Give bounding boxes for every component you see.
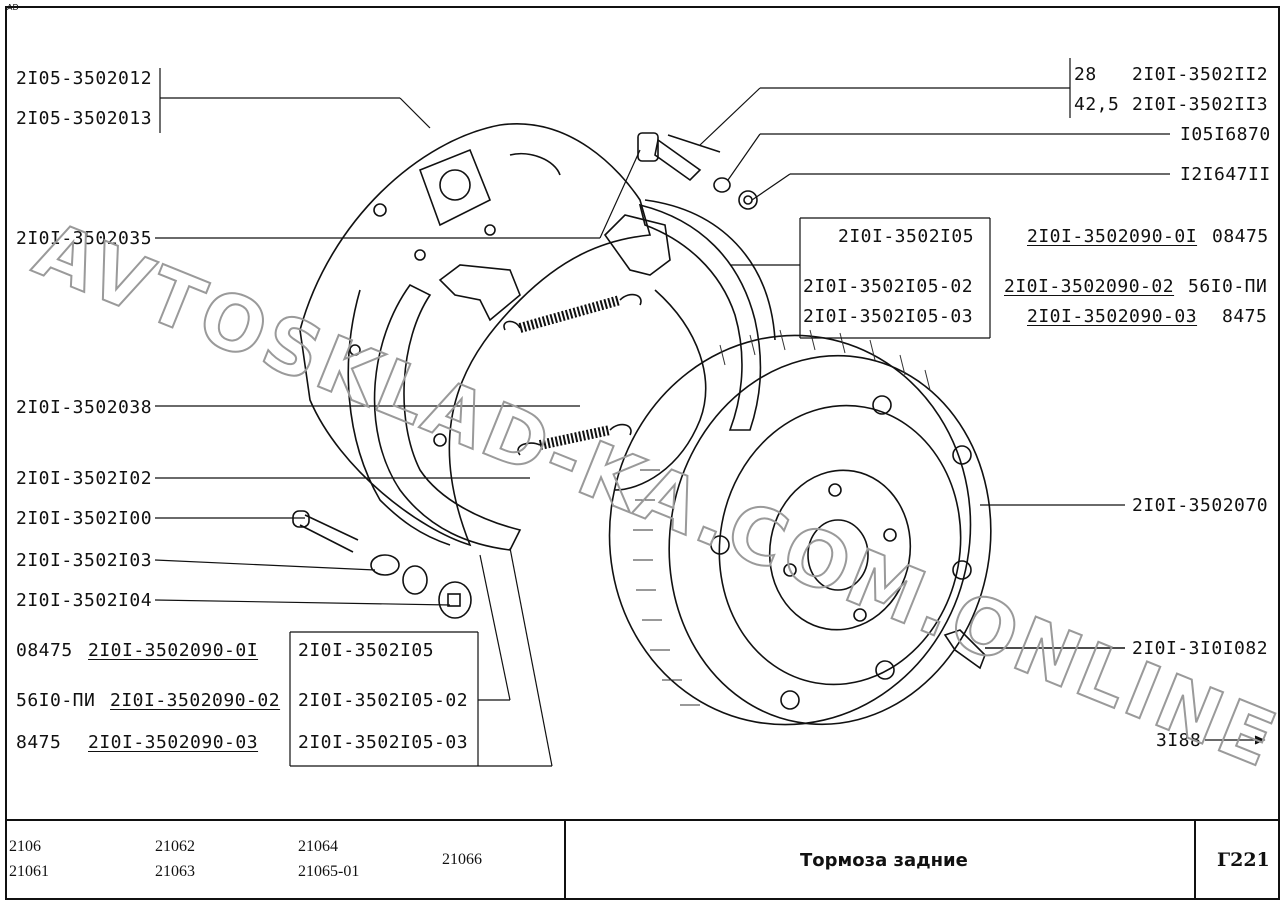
label-part-103: 2I0I-3502I03 — [16, 550, 153, 571]
brake-shoe-left — [347, 264, 522, 551]
label-backing-plate-left: 2I05-3502012 — [16, 68, 153, 89]
label-bolt-42-code: 2I0I-3502II3 — [1132, 94, 1269, 115]
label-left-shoe-1: 2I0I-3502I05 — [298, 640, 435, 661]
label-left-maker-3: 8475 — [16, 732, 62, 753]
model-21064: 21064 — [298, 838, 338, 855]
label-part-102: 2I0I-3502I02 — [16, 468, 153, 489]
label-bolt-length-42: 42,5 — [1074, 94, 1120, 115]
model-21066: 21066 — [442, 851, 482, 868]
label-right-shoe-3: 2I0I-3502I05-03 — [803, 306, 974, 327]
label-right-set-1: 2I0I-3502090-0I — [1027, 226, 1198, 247]
model-21062: 21062 — [155, 838, 195, 855]
model-21063: 21063 — [155, 863, 195, 880]
label-left-shoe-3: 2I0I-3502I05-03 — [298, 732, 469, 753]
sheet-code: Г221 — [1217, 849, 1270, 871]
label-right-shoe-1: 2I0I-3502I05 — [838, 226, 975, 247]
label-right-shoe-2: 2I0I-3502I05-02 — [803, 276, 974, 297]
corner-mark: AD — [7, 3, 19, 12]
page-title: Тормоза задние — [800, 850, 968, 871]
label-right-maker-3: 8475 — [1222, 306, 1268, 327]
wheel-bolt — [637, 132, 758, 210]
label-spring-upper: 2I0I-3502035 — [16, 228, 153, 249]
label-left-set-1: 2I0I-3502090-0I — [88, 640, 259, 661]
label-backing-plate-right: 2I05-3502013 — [16, 108, 153, 129]
label-left-maker-1: 08475 — [16, 640, 73, 661]
label-page-reference: 3I88 — [1156, 730, 1202, 751]
bleeder-valve — [943, 629, 1125, 670]
label-bolt-length-28: 28 — [1074, 64, 1097, 85]
label-right-set-3: 2I0I-3502090-03 — [1027, 306, 1198, 327]
brake-drum — [608, 329, 992, 726]
label-right-maker-1: 08475 — [1212, 226, 1269, 247]
backing-plate — [299, 123, 652, 547]
label-drum: 2I0I-3502070 — [1132, 495, 1269, 516]
model-21065-01: 21065-01 — [298, 863, 360, 880]
label-nut: I2I647II — [1180, 164, 1271, 185]
label-right-set-2: 2I0I-3502090-02 — [1004, 276, 1175, 297]
label-part-100: 2I0I-3502I00 — [16, 508, 153, 529]
lower-spring — [517, 423, 632, 456]
label-left-shoe-2: 2I0I-3502I05-02 — [298, 690, 469, 711]
label-left-set-3: 2I0I-3502090-03 — [88, 732, 259, 753]
model-2106: 2106 — [9, 838, 41, 855]
label-part-104: 2I0I-3502I04 — [16, 590, 153, 611]
label-left-maker-2: 56I0-ПИ — [16, 690, 96, 711]
label-spring-lower: 2I0I-3502038 — [16, 397, 153, 418]
adjuster-parts — [292, 510, 472, 619]
brake-shoe-right — [603, 199, 776, 491]
label-bolt-28-code: 2I0I-3502II2 — [1132, 64, 1269, 85]
label-washer: I05I6870 — [1180, 124, 1271, 145]
drawing-frame — [5, 6, 1280, 900]
label-left-set-2: 2I0I-3502090-02 — [110, 690, 281, 711]
label-right-maker-2: 56I0-ПИ — [1188, 276, 1268, 297]
model-21061: 21061 — [9, 863, 49, 880]
upper-spring — [503, 293, 642, 333]
label-bleeder: 2I0I-3I0I082 — [1132, 638, 1269, 659]
